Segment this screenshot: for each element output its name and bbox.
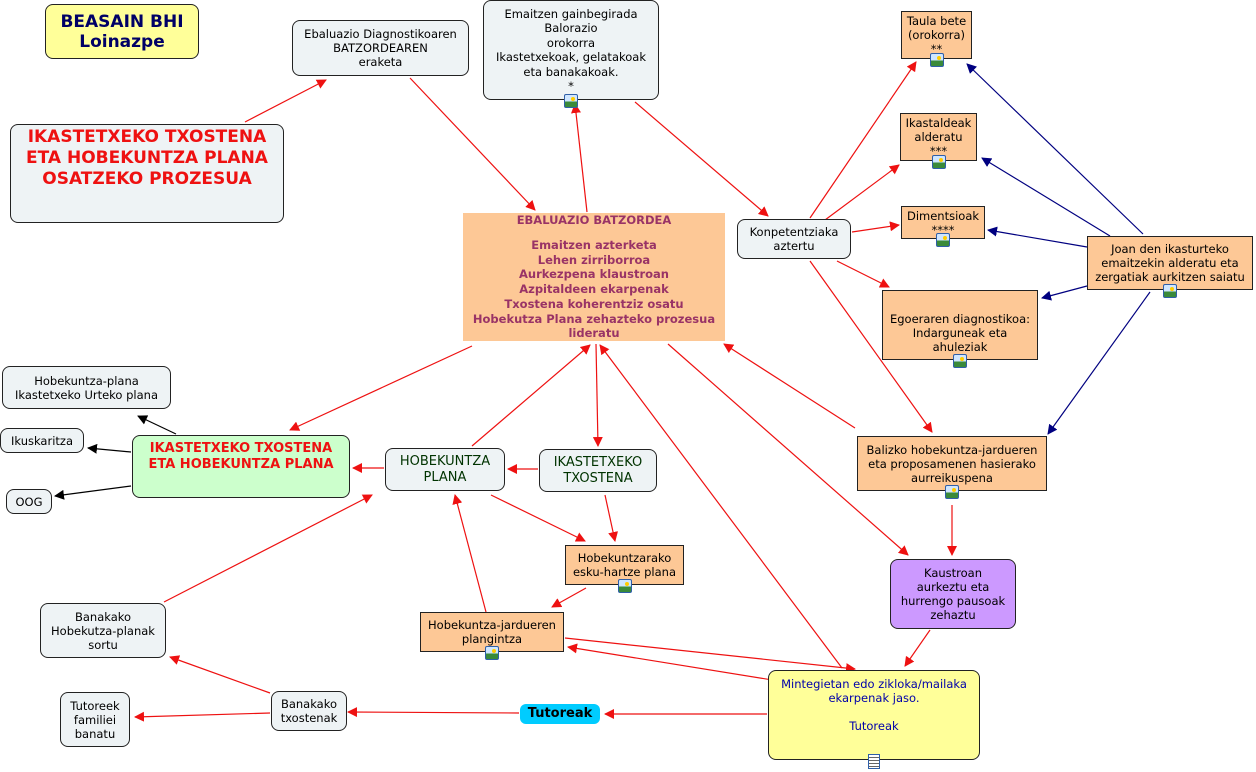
edge	[490, 494, 586, 542]
diagnosis-node[interactable]: Egoeraren diagnostikoa: Indarguneak eta …	[882, 290, 1038, 368]
edge	[809, 260, 933, 433]
process-title-label: IKASTETXEKO TXOSTENA ETA HOBEKUNTZA PLAN…	[26, 127, 268, 189]
improvement-plan-label: HOBEKUNTZA PLANA	[399, 453, 491, 485]
edge	[966, 63, 1144, 235]
edge	[571, 103, 588, 213]
results-overview-label: Emaitzen gainbegirada Balorazio orokorra…	[496, 6, 646, 94]
edge	[1047, 291, 1151, 435]
edge	[604, 494, 618, 542]
edge	[347, 707, 520, 718]
edge	[824, 164, 900, 221]
family-share-label: Tutoreek familiei banatu	[70, 698, 120, 741]
image-icon[interactable]	[617, 579, 632, 593]
groups-compare-node[interactable]: Ikastaldeak alderatu ***	[900, 113, 977, 169]
inspection-node[interactable]: Ikuskaritza	[0, 428, 84, 453]
oog-node[interactable]: OOG	[6, 489, 52, 514]
edge	[289, 345, 473, 431]
document-icon[interactable]	[868, 754, 880, 769]
edge	[836, 260, 890, 288]
edge	[169, 655, 271, 694]
activities-planning-node[interactable]: Hobekuntza-jardueren plangintza	[420, 612, 564, 660]
departments-label: Mintegietan edo zikloka/mailaka ekarpena…	[781, 677, 967, 733]
intervention-plan-node[interactable]: Hobekuntzarako esku-hartze plana	[565, 545, 684, 593]
edge	[87, 443, 132, 454]
image-icon[interactable]	[1163, 284, 1177, 298]
school-report-label: IKASTETXEKO TXOSTENA	[553, 454, 643, 486]
previous-year-node[interactable]: Joan den ikasturteko emaitzekin alderatu…	[1087, 236, 1253, 298]
individual-reports-node[interactable]: Banakako txostenak	[271, 691, 347, 731]
edge	[851, 221, 900, 233]
school-name-node[interactable]: BEASAIN BHI Loinazpe	[45, 4, 199, 59]
improvement-plan-node[interactable]: HOBEKUNTZA PLANA	[385, 448, 505, 491]
edge	[904, 629, 931, 667]
image-icon[interactable]	[485, 646, 499, 660]
report-and-plan-label: IKASTETXEKO TXOSTENA ETA HOBEKUNTZA PLAN…	[148, 441, 334, 472]
image-icon[interactable]	[929, 53, 944, 67]
edge	[634, 101, 769, 217]
evaluation-committee-title: EBALUAZIO BATZORDEA	[516, 213, 672, 227]
edge	[564, 637, 856, 674]
edge	[599, 344, 843, 669]
competences-node[interactable]: Konpetentziaka aztertu	[737, 219, 851, 259]
possible-actions-label: Balizko hobekuntza-jardueren eta proposa…	[866, 442, 1038, 485]
edge	[452, 494, 487, 613]
edge	[1041, 285, 1088, 301]
individual-reports-label: Banakako txostenak	[280, 697, 338, 725]
edge	[409, 77, 536, 211]
tutors-node[interactable]: Tutoreak	[520, 704, 600, 724]
image-icon[interactable]	[931, 155, 946, 169]
edge	[981, 157, 1111, 237]
results-overview-node[interactable]: Emaitzen gainbegirada Balorazio orokorra…	[483, 0, 659, 108]
committee-formation-label: Ebaluazio Diagnostikoaren BATZORDEAREN e…	[304, 27, 457, 69]
family-share-node[interactable]: Tutoreek familiei banatu	[60, 692, 130, 747]
staff-presentation-label: Kaustroan aurkeztu eta hurrengo pausoak …	[900, 566, 1006, 622]
school-report-node[interactable]: IKASTETXEKO TXOSTENA	[539, 449, 657, 492]
evaluation-committee-label: Emaitzen azterketa Lehen zirriborroa Aur…	[472, 238, 716, 341]
intervention-plan-label: Hobekuntzarako esku-hartze plana	[572, 551, 677, 579]
process-title-node[interactable]: IKASTETXEKO TXOSTENA ETA HOBEKUNTZA PLAN…	[10, 124, 284, 223]
possible-actions-node[interactable]: Balizko hobekuntza-jardueren eta proposa…	[857, 436, 1047, 499]
staff-presentation-node[interactable]: Kaustroan aurkeztu eta hurrengo pausoak …	[890, 559, 1016, 629]
diagnosis-label: Egoeraren diagnostikoa: Indarguneak eta …	[889, 312, 1031, 354]
oog-label: OOG	[15, 494, 43, 509]
individual-plans-label: Banakako Hobekutza-planak sortu	[51, 609, 155, 652]
committee-formation-node[interactable]: Ebaluazio Diagnostikoaren BATZORDEAREN e…	[292, 20, 469, 76]
report-and-plan-node[interactable]: IKASTETXEKO TXOSTENA ETA HOBEKUNTZA PLAN…	[132, 435, 350, 498]
annual-plan-node[interactable]: Hobekuntza-plana Ikastetxeko Urteko plan…	[2, 366, 171, 409]
edge	[137, 415, 177, 435]
edge	[54, 485, 132, 500]
edge	[723, 343, 856, 429]
school-name-label: BEASAIN BHI Loinazpe	[60, 11, 184, 52]
edge	[667, 343, 909, 556]
previous-year-label: Joan den ikasturteko emaitzekin alderatu…	[1095, 242, 1245, 284]
table-fill-label: Taula bete (orokorra) **	[906, 14, 967, 56]
tutors-label: Tutoreak	[527, 706, 593, 721]
evaluation-committee-node[interactable]: EBALUAZIO BATZORDEA Emaitzen azterketa L…	[463, 213, 725, 341]
departments-node[interactable]: Mintegietan edo zikloka/mailaka ekarpena…	[768, 670, 980, 769]
groups-compare-label: Ikastaldeak alderatu ***	[905, 116, 972, 158]
edge	[809, 61, 917, 219]
image-icon[interactable]	[953, 354, 967, 368]
dimensions-node[interactable]: Dimentsioak ****	[901, 206, 985, 247]
image-icon[interactable]	[945, 485, 959, 499]
individual-plans-node[interactable]: Banakako Hobekutza-planak sortu	[40, 603, 166, 658]
activities-planning-label: Hobekuntza-jardueren plangintza	[428, 618, 556, 646]
competences-label: Konpetentziaka aztertu	[749, 225, 839, 253]
edge	[551, 587, 587, 608]
edge	[244, 79, 327, 123]
edge	[471, 344, 591, 447]
edge	[987, 226, 1088, 248]
inspection-label: Ikuskaritza	[11, 433, 73, 448]
edge	[134, 711, 271, 722]
edge	[592, 343, 603, 447]
annual-plan-label: Hobekuntza-plana Ikastetxeko Urteko plan…	[15, 373, 158, 402]
table-fill-node[interactable]: Taula bete (orokorra) **	[901, 11, 972, 67]
image-icon[interactable]	[564, 94, 578, 108]
edge	[163, 494, 373, 603]
image-icon[interactable]	[936, 233, 950, 247]
